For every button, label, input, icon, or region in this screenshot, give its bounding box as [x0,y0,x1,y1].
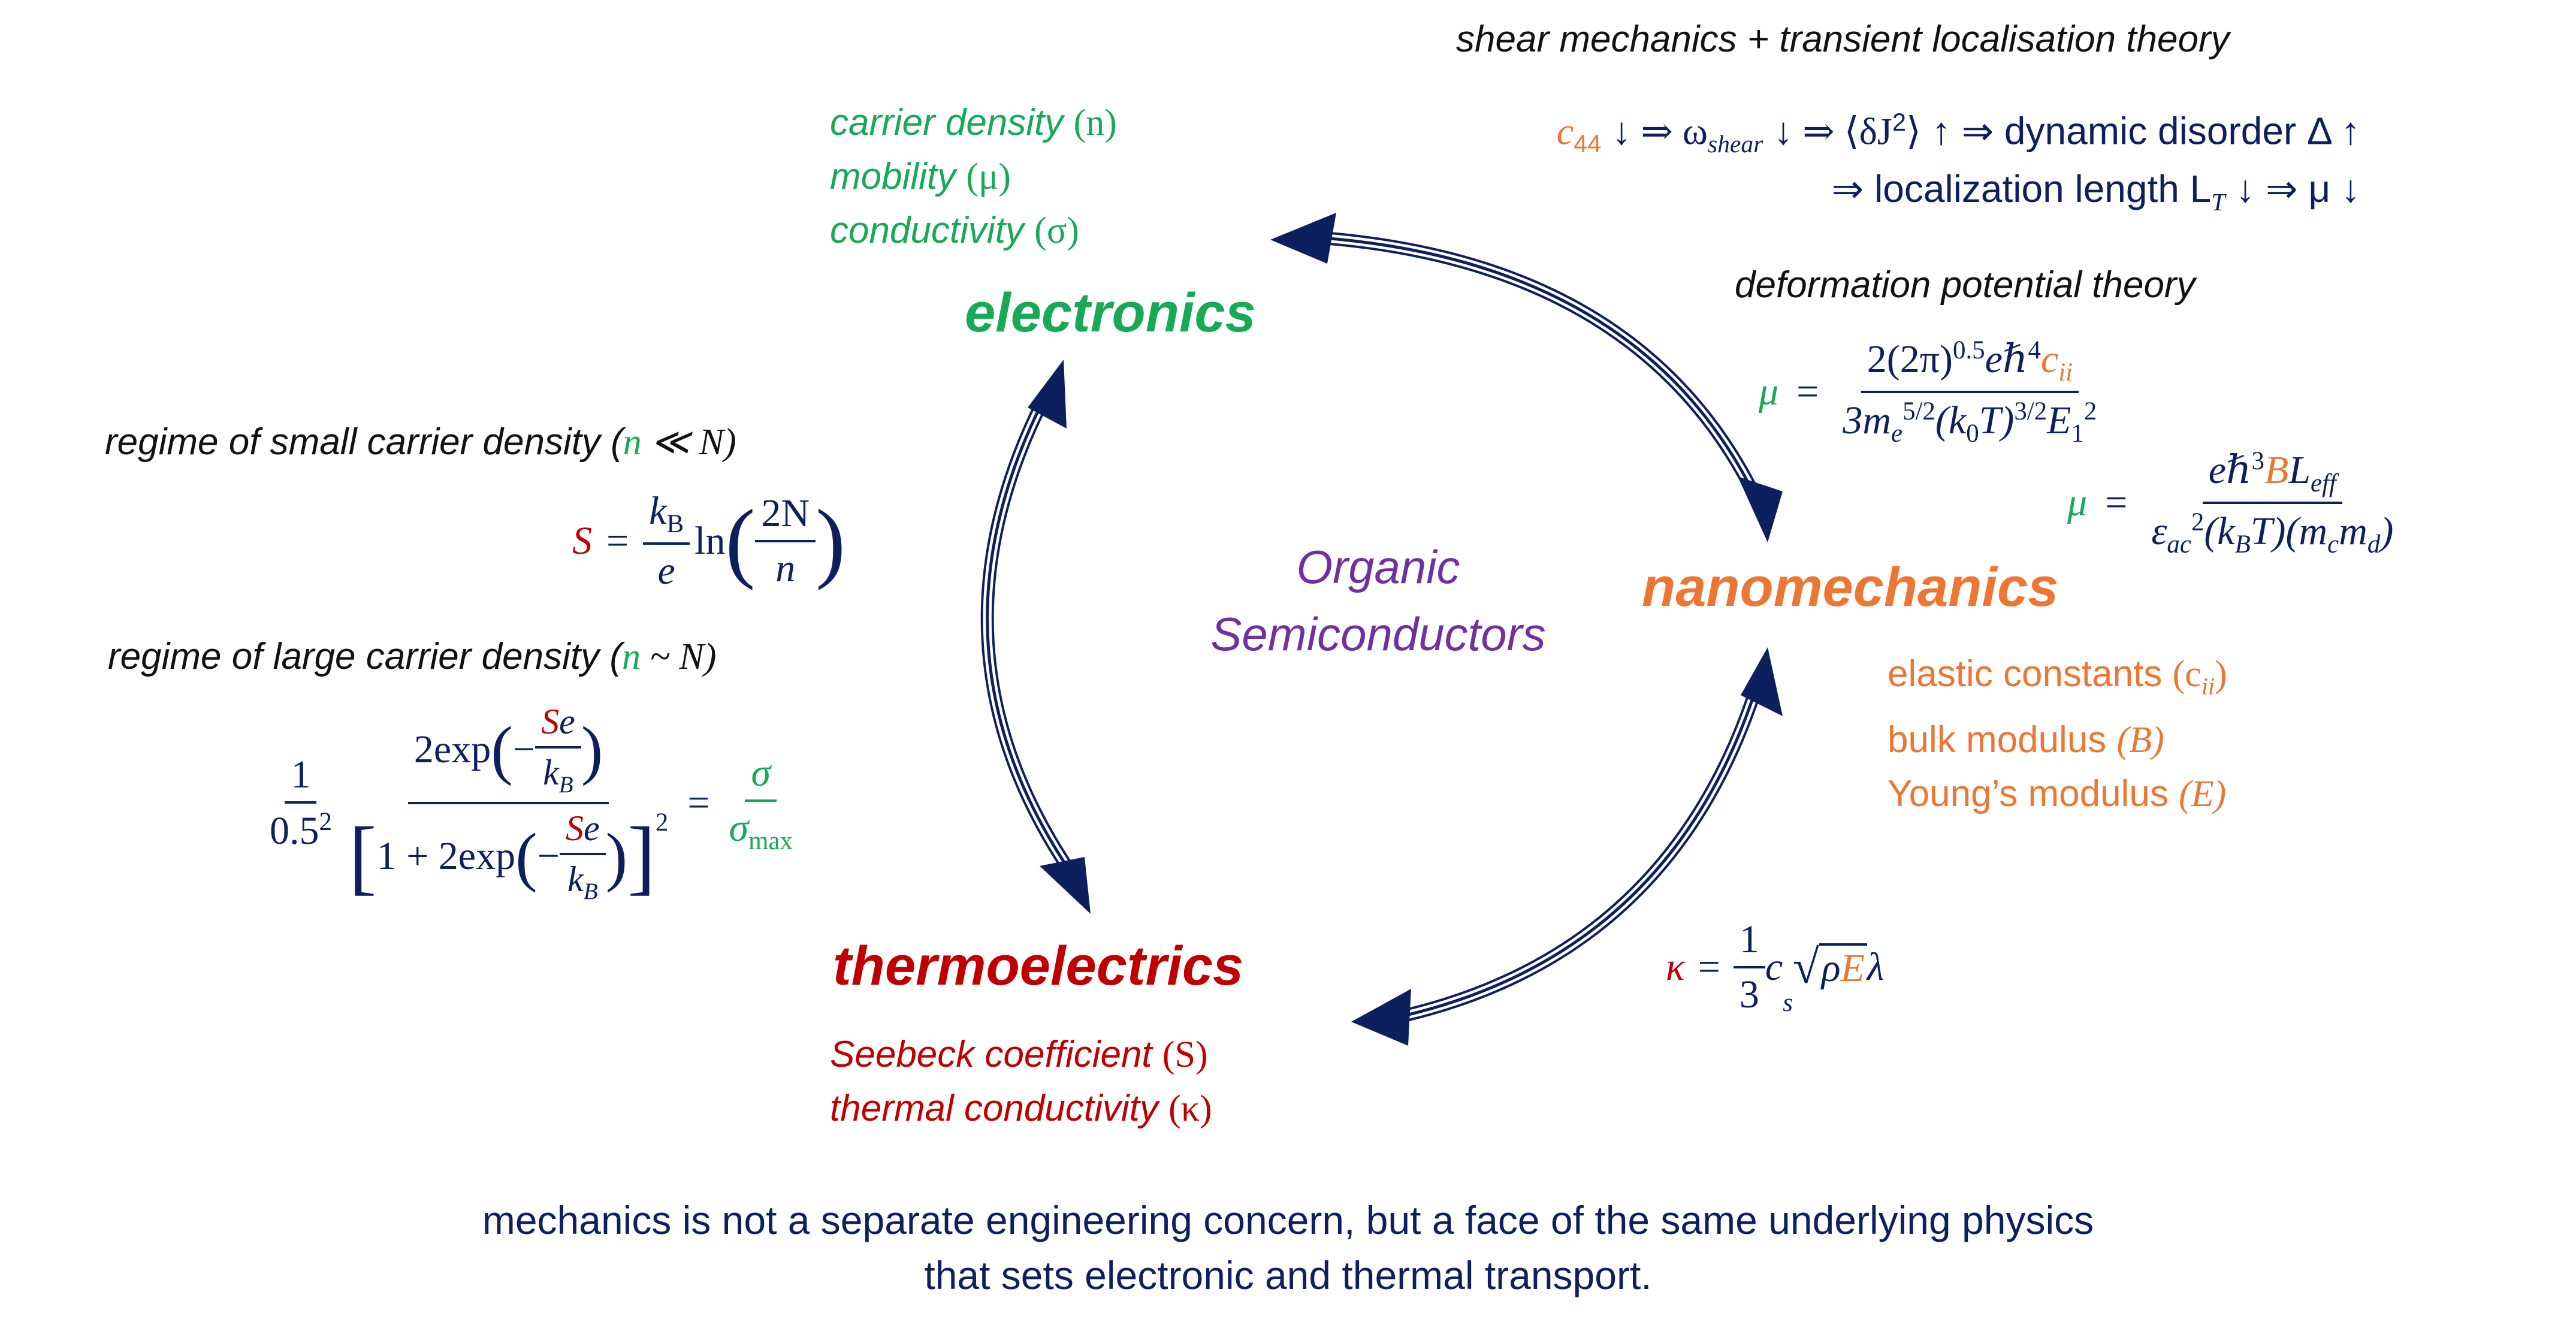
electronics-properties: carrier density (n) mobility (μ) conduct… [830,96,1117,258]
arrow-nanomechanics-thermoelectrics [1351,647,1783,1046]
equation-mobility-effective: μ = eℏ3BLeff εac2(kBT)(mcmd) [2067,447,2394,559]
arrowhead-thermoelectrics-2 [1040,857,1091,914]
center-label-line1: Organic [1296,541,1460,593]
arrowhead-thermoelectrics [1351,989,1411,1046]
hub-electronics: electronics [965,282,1256,343]
shear-chain-line1: c44 ↓ ⇒ ωshear ↓ ⇒ ⟨δJ2⟩ ↑ ⇒ dynamic dis… [1556,108,2360,158]
deformation-heading: deformation potential theory [1735,264,2196,306]
property-youngs-modulus: Young’s modulus (E) [1888,773,2227,815]
shear-chain-line2: ⇒ localization length LT ↓ ⇒ μ ↓ [1831,167,2360,216]
arrowhead-electronics-2 [1028,360,1067,428]
hub-nanomechanics: nanomechanics [1642,557,2059,618]
property-conductivity: conductivity (σ) [830,210,1079,251]
arrowhead-electronics [1270,213,1336,264]
arrow-thermoelectrics-electronics [980,360,1091,914]
hub-thermoelectrics: thermoelectrics [833,935,1244,997]
property-bulk-modulus: bulk modulus (B) [1888,719,2164,761]
center-label: Organic Semiconductors [1156,533,1600,668]
caption-line1: mechanics is not a separate engineering … [482,1198,2094,1242]
arrowhead-nanomechanics [1738,476,1783,542]
caption-line2: that sets electronic and thermal transpo… [924,1253,1652,1297]
property-elastic-constants: elastic constants (cii) [1888,653,2227,700]
caption: mechanics is not a separate engineering … [0,1193,2576,1303]
arrow-electronics-nanomechanics [1270,213,1783,542]
property-carrier-density: carrier density (n) [830,102,1117,143]
property-mobility: mobility (μ) [830,156,1011,197]
shear-heading: shear mechanics + transient localisation… [1456,19,2230,60]
nanomechanics-properties: elastic constants (cii) bulk modulus (B)… [1888,647,2227,821]
center-label-line2: Semiconductors [1210,608,1546,660]
equation-mobility-deformation: μ = 2(2π)0.5eℏ4cii 3me5/2(k0T)3/2E12 [1759,336,2097,448]
property-thermal-conductivity: thermal conductivity (κ) [830,1088,1212,1129]
property-seebeck: Seebeck coefficient (S) [830,1034,1208,1075]
thermoelectrics-properties: Seebeck coefficient (S) thermal conducti… [830,1028,1212,1136]
shear-chain: c44 ↓ ⇒ ωshear ↓ ⇒ ⟨δJ2⟩ ↑ ⇒ dynamic dis… [1557,108,2360,216]
small-density-heading: regime of small carrier density (n ≪ N) [105,421,736,463]
large-density-heading: regime of large carrier density (n ~ N) [108,636,717,677]
arrowhead-nanomechanics-2 [1741,647,1783,716]
